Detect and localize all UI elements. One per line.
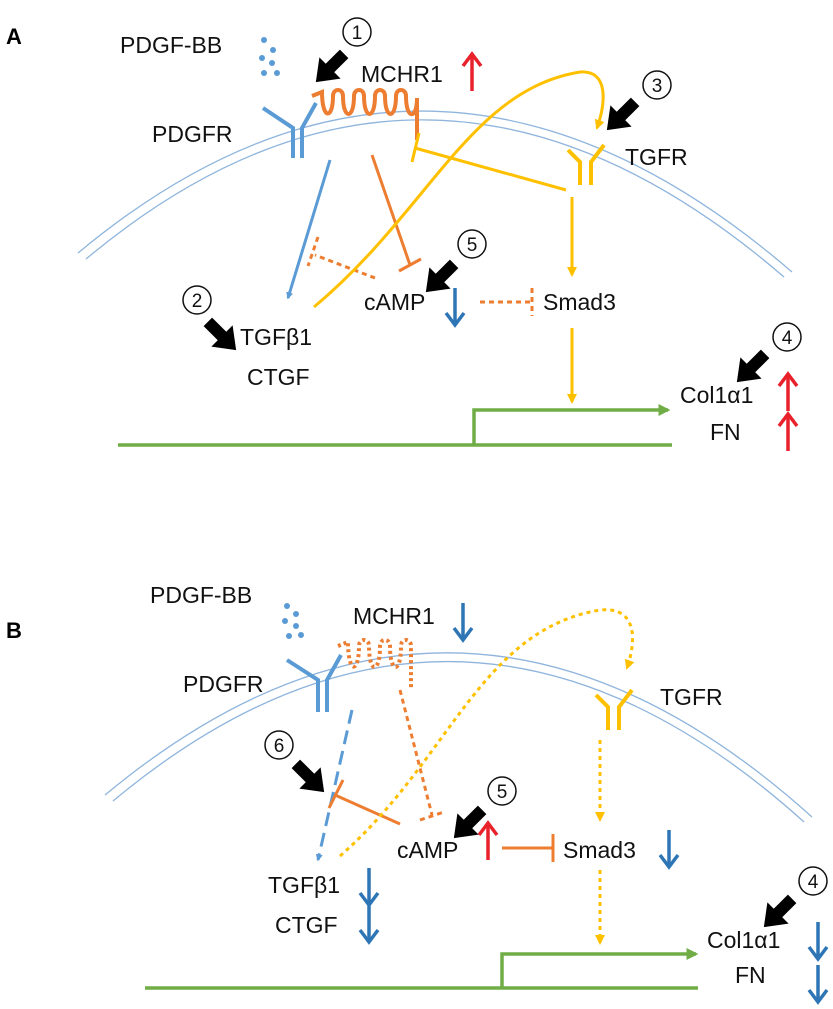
svg-text:3: 3 [652,76,663,97]
svg-text:5: 5 [467,235,478,256]
step-marker-2: 2 [182,285,247,361]
fn-label-b: FN [735,962,766,988]
dna-gene-b [145,948,699,990]
smad3-label: Smad3 [543,289,616,315]
col1a1-down-arrow [807,920,829,961]
mchr1-label: MCHR1 [361,61,443,87]
pdgfr-label-b: PDGFR [183,671,264,697]
tgfr-receptor-b [594,688,634,730]
mchr1-up-arrow [461,52,483,93]
tgfr-label: TGFR [625,144,688,170]
cell-membrane-b [104,652,813,823]
step-marker-6: 6 [264,730,335,803]
camp-down-arrow [444,286,466,327]
mchr1-inhibits-camp [370,154,422,273]
pdgfr-label: PDGFR [152,121,233,147]
pdgfr-receptor-b [285,654,343,712]
pdgf-bb-label-b: PDGF-BB [150,582,252,608]
ctgf-down-arrow [358,903,380,944]
mchr1-receptor [311,88,419,140]
pointer-arrow-1 [305,43,355,93]
tgfr-label-b: TGFR [660,684,723,710]
panel-b-letter: B [6,618,22,643]
pdgfr-to-tgfb1-arrow [286,159,332,300]
tgfb1-label: TGFβ1 [240,324,312,350]
svg-text:4: 4 [782,328,793,349]
step-marker-5-b: 5 [443,776,517,849]
svg-text:1: 1 [352,23,363,44]
step-marker-4: 4 [726,322,802,393]
mchr1-down-arrow [452,601,474,642]
mchr1-receptor-b [337,638,413,690]
ctgf-label-b: CTGF [275,912,338,938]
svg-text:2: 2 [192,291,203,312]
pdgf-bb-ligand-dots-b [282,603,304,639]
tgfb1-to-tgfr-dotted-arrow [339,608,635,858]
camp-inhibits-tgfb1-dotted [306,236,376,280]
tgfr-receptor [566,143,606,185]
camp-inhibits-smad3-dotted [480,288,534,316]
pdgfr-receptor [261,102,318,158]
cell-membrane-a [77,110,793,278]
svg-text:6: 6 [274,736,285,757]
smad3-label-b: Smad3 [563,837,636,863]
tgfb1-to-tgfr-arrow [313,70,605,309]
panel-b: B PDGF-BB PDGFR MCHR1 TGFR [6,582,829,1004]
col1a1-label-b: Col1α1 [707,927,780,953]
col1a1-up-arrow [777,372,799,413]
ctgf-label: CTGF [247,364,310,390]
camp-up-arrow [477,821,499,862]
pdgf-bb-ligand-dots [259,37,280,76]
pointer-arrow-6 [285,753,335,803]
mchr1-label-b: MCHR1 [353,603,435,629]
fn-up-arrow [777,412,799,453]
pdgfr-to-tgfb1-dashed-arrow [315,709,354,862]
tgfb1-label-b: TGFβ1 [268,872,340,898]
mchr1-inhibits-camp-dotted [398,689,445,822]
svg-text:4: 4 [808,872,819,893]
tgfb1-down-arrow [358,866,380,907]
camp-label: cAMP [364,289,425,315]
fn-down-arrow [807,963,829,1004]
step-marker-4-b: 4 [753,866,828,938]
camp-label-b: cAMP [397,837,458,863]
camp-inhibits-smad3 [502,834,555,862]
step-marker-5: 5 [415,229,487,303]
dna-gene-a [118,404,672,447]
camp-inhibits-pdgfr-path [327,779,401,826]
panel-a-letter: A [6,24,22,49]
smad3-down-arrow [658,828,680,869]
fn-label: FN [710,419,741,445]
step-marker-3: 3 [596,70,672,141]
panel-a: A PDGF-BB PDGFR MCHR1 TGFR [6,17,802,453]
pdgf-bb-label: PDGF-BB [120,32,222,58]
step-marker-1: 1 [305,17,372,93]
svg-text:5: 5 [497,782,508,803]
col1a1-label: Col1α1 [680,382,753,408]
tgfr-inhibits-mchr1 [410,132,567,192]
